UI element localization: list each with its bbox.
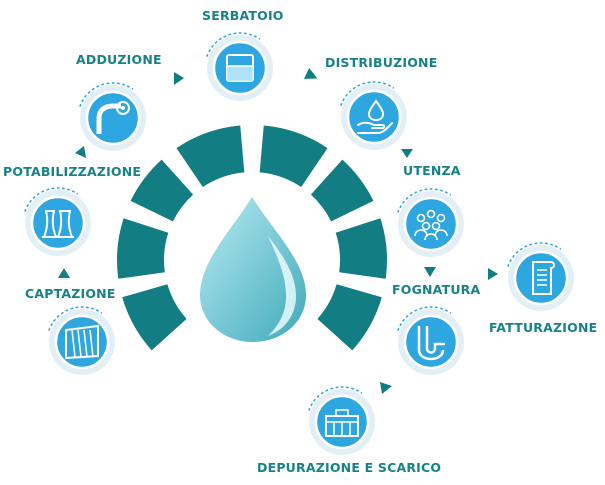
node-dotted-ring xyxy=(46,306,118,378)
node-serbatoio xyxy=(204,32,276,104)
label-utenza: UTENZA xyxy=(403,163,461,178)
ring-segment-5 xyxy=(335,218,387,279)
label-captazione: CAPTAZIONE xyxy=(25,286,116,301)
ring-segment-1 xyxy=(130,159,194,222)
cooling-tower-icon xyxy=(42,210,74,238)
treatment-plant-icon xyxy=(325,409,359,437)
node-utenza xyxy=(395,188,467,260)
pipe-valve-icon xyxy=(96,101,130,134)
arrow-potabilizzazione-adduzione xyxy=(75,146,86,158)
node-depurazione xyxy=(306,386,378,458)
ring-segment-7 xyxy=(317,284,382,351)
arrow-fognatura-depurazione xyxy=(380,382,392,394)
ring-segment-6 xyxy=(117,218,169,279)
hand-water-drop-icon xyxy=(357,99,393,134)
arrow-captazione-potabilizzazione xyxy=(58,268,70,278)
ring-segment-3 xyxy=(259,125,328,188)
water-drop-icon xyxy=(200,197,306,342)
node-potabilizzazione xyxy=(22,187,94,259)
arrow-fognatura-fatturazione xyxy=(488,268,498,280)
central-ring xyxy=(117,125,387,351)
arrow-adduzione-serbatoio xyxy=(174,72,184,85)
label-fognatura: FOGNATURA xyxy=(392,282,481,297)
node-dotted-ring xyxy=(338,81,410,153)
node-fognatura xyxy=(395,306,467,378)
arrow-serbatoio-distribuzione xyxy=(304,68,318,79)
arrow-utenza-fognatura xyxy=(424,267,436,277)
label-distribuzione: DISTRIBUZIONE xyxy=(325,55,438,70)
node-dotted-ring xyxy=(22,187,94,259)
node-dotted-ring xyxy=(395,306,467,378)
node-distribuzione xyxy=(338,81,410,153)
ring-segment-8 xyxy=(122,284,187,351)
node-core xyxy=(30,195,86,251)
flow-arrows xyxy=(58,68,498,394)
water-tank-icon xyxy=(226,54,254,82)
label-depurazione: DEPURAZIONE E SCARICO xyxy=(257,460,442,475)
node-dotted-ring xyxy=(505,242,577,314)
node-dotted-ring xyxy=(395,188,467,260)
label-adduzione: ADDUZIONE xyxy=(76,52,162,67)
node-core xyxy=(54,314,110,370)
people-group-icon xyxy=(414,209,448,241)
stage-nodes xyxy=(22,32,577,458)
node-core xyxy=(513,250,569,306)
ring-segment-4 xyxy=(310,159,374,222)
label-potabilizzazione: POTABILIZZAZIONE xyxy=(3,164,142,179)
node-dotted-ring xyxy=(306,386,378,458)
ring-segment-2 xyxy=(176,125,245,188)
node-adduzione xyxy=(77,82,149,154)
arrow-distribuzione-utenza xyxy=(401,149,413,158)
node-dotted-ring xyxy=(204,32,276,104)
label-serbatoio: SERBATOIO xyxy=(202,8,284,23)
node-dotted-ring xyxy=(77,82,149,154)
node-core xyxy=(346,89,402,145)
drain-pipe-icon xyxy=(417,326,445,361)
node-core xyxy=(85,90,141,146)
dam-icon xyxy=(65,324,99,360)
node-core xyxy=(403,196,459,252)
node-captazione xyxy=(46,306,118,378)
invoice-receipt-icon xyxy=(532,261,555,295)
label-fatturazione: FATTURAZIONE xyxy=(489,320,598,335)
node-fatturazione xyxy=(505,242,577,314)
